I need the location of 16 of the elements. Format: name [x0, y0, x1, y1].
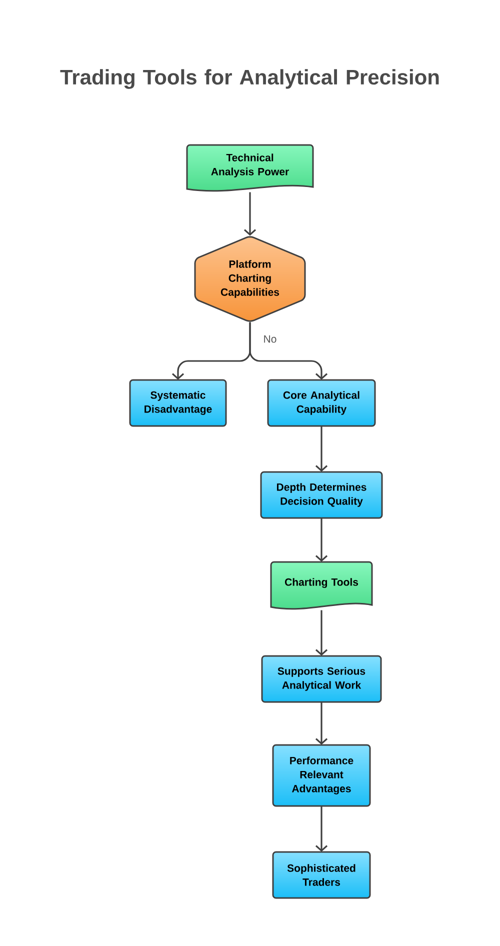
process-box: Performance Relevant Advantages: [272, 744, 371, 807]
arrow: [315, 518, 328, 562]
title: Trading Tools for Analytical Precision: [60, 69, 439, 89]
process-box: Depth Determines Decision Quality: [260, 471, 383, 519]
edge-label: No: [262, 334, 278, 344]
process-box: Systematic Disadvantage: [129, 379, 227, 427]
decision-hexagon: Platform Charting Capabilities: [194, 236, 306, 322]
process-box: Core Analytical Capability: [267, 379, 376, 427]
process-box: Sophisticated Traders: [272, 851, 371, 899]
arrow: [244, 192, 256, 236]
arrow: [315, 610, 328, 656]
arrow: [315, 806, 328, 852]
arrow: [249, 322, 328, 380]
arrow: [315, 426, 328, 472]
process-box: Supports Serious Analytical Work: [261, 655, 382, 703]
arrow: [315, 702, 328, 745]
